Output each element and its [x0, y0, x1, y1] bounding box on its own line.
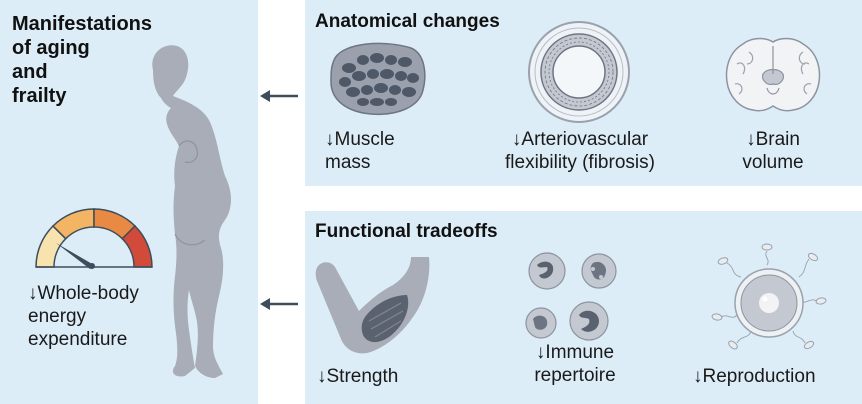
muscle-tissue-icon: [330, 42, 426, 116]
artery-cross-section-icon: [528, 21, 630, 123]
reproduction-label: ↓Reproduction: [693, 366, 816, 387]
anatomical-changes-title: Anatomical changes: [315, 11, 500, 32]
egg-sperm-icon: [711, 243, 827, 350]
immune-cells-icon: [525, 252, 617, 341]
brain-volume-label: ↓Brain volume: [742, 129, 804, 173]
anatomical-changes-panel: Anatomical changes ↓Muscle mass ↓Arterio…: [305, 0, 862, 186]
functional-tradeoffs-title: Functional tradeoffs: [315, 221, 498, 242]
aging-human-figure-icon: [152, 45, 231, 379]
arm-muscle-icon: [315, 257, 430, 354]
arrow-left-icon: [260, 90, 298, 102]
energy-gauge-icon: [35, 208, 153, 269]
left-panel: Manifestations of aging and frailty ↓Who…: [0, 0, 258, 404]
arteriovascular-flexibility-label: ↓Arteriovascular flexibility (fibrosis): [505, 129, 655, 173]
manifestations-title: Manifestations of aging and frailty: [12, 13, 153, 107]
energy-expenditure-label: ↓Whole-body energy expenditure: [28, 283, 139, 350]
arrow-left-icon: [260, 298, 298, 310]
brain-section-icon: [725, 37, 821, 112]
immune-repertoire-label: ↓Immune repertoire: [534, 342, 616, 386]
functional-tradeoffs-panel: Functional tradeoffs ↓Strength ↓Immune r…: [305, 211, 862, 404]
muscle-mass-label: ↓Muscle mass: [325, 129, 395, 173]
strength-label: ↓Strength: [317, 366, 399, 387]
